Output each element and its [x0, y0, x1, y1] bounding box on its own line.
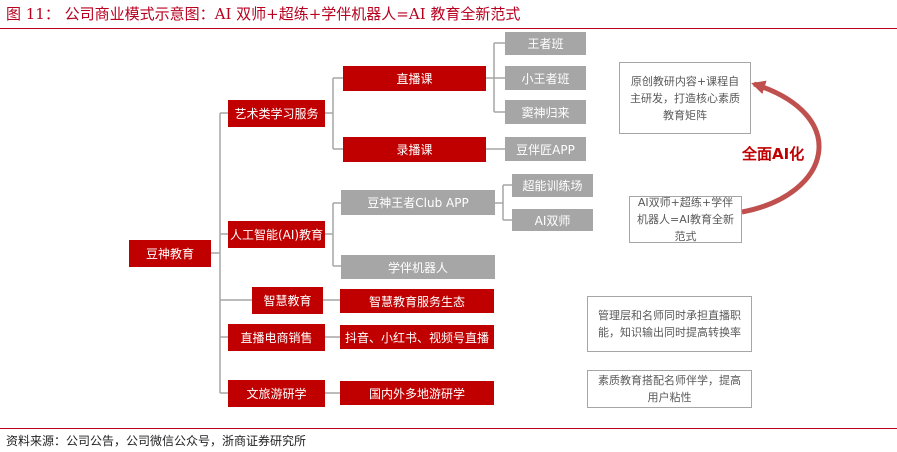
figure-source: 资料来源：公司公告，公司微信公众号，浙商证券研究所: [6, 434, 307, 448]
note-study-tour: 素质教育搭配名师伴学，提高用户粘性: [587, 370, 752, 408]
branch-art-learning: 艺术类学习服务: [228, 100, 325, 127]
figure-title: 图 11： 公司商业模式示意图：AI 双师+超练+学伴机器人=AI 教育全新范式: [6, 5, 521, 23]
node-recorded-child: 豆伴匠APP: [505, 137, 586, 161]
root-node: 豆神教育: [129, 240, 211, 267]
note-ai-paradigm: AI双师+超练+学伴机器人=AI教育全新范式: [629, 196, 742, 243]
node-live-child-3: 窦神归来: [505, 100, 586, 124]
source-rule: [0, 428, 897, 429]
node-club-app: 豆神王者Club APP: [341, 190, 495, 215]
node-recorded-class: 录播课: [343, 137, 486, 162]
cycle-arrow: [741, 80, 822, 215]
node-club-child-2: AI双师: [512, 209, 593, 231]
branch-live-ecommerce: 直播电商销售: [228, 324, 325, 351]
title-rule: [0, 28, 897, 29]
node-club-child-1: 超能训练场: [512, 174, 593, 197]
node-live-class: 直播课: [343, 66, 486, 91]
node-study-robot: 学伴机器人: [341, 255, 495, 279]
node-live-platforms: 抖音、小红书、视频号直播: [340, 325, 494, 349]
branch-ai-education: 人工智能(AI)教育: [228, 221, 325, 248]
note-ecommerce: 管理层和名师同时承担直播职能，知识输出同时提高转换率: [587, 296, 752, 352]
node-study-tour-detail: 国内外多地游研学: [340, 381, 494, 405]
node-live-child-1: 王者班: [505, 32, 586, 55]
node-smart-ecosystem: 智慧教育服务生态: [340, 289, 494, 313]
branch-study-tour: 文旅游研学: [228, 380, 325, 407]
node-live-child-2: 小王者班: [505, 66, 586, 90]
note-original-content: 原创教研内容+课程自主研发，打造核心素质教育矩阵: [619, 62, 751, 134]
branch-smart-education: 智慧教育: [252, 287, 323, 314]
cycle-label: 全面AI化: [742, 145, 805, 163]
